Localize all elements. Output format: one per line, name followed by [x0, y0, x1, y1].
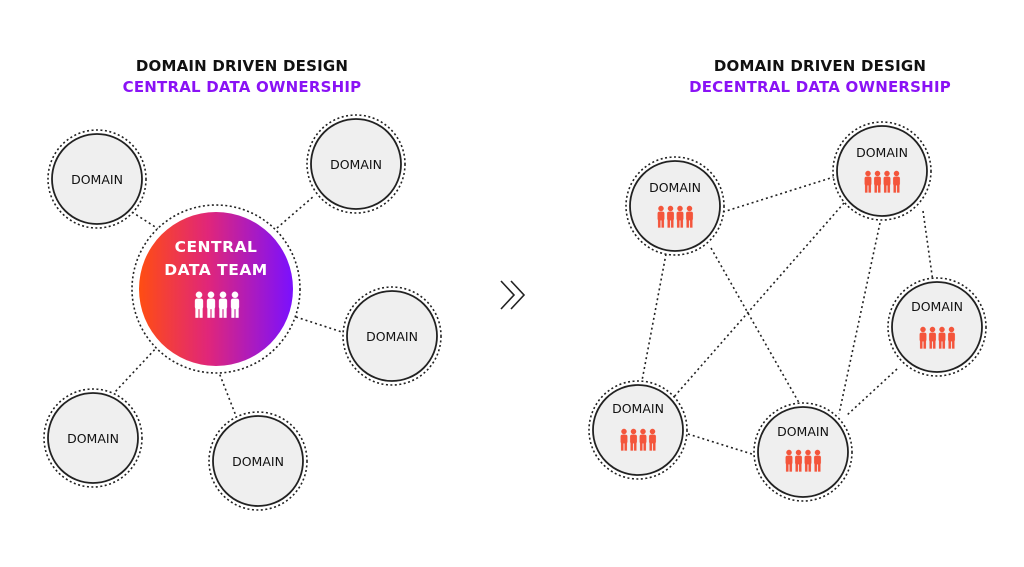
right-title-line2: DECENTRAL DATA OWNERSHIP: [689, 78, 951, 96]
domain-label: DOMAIN: [330, 157, 382, 172]
right-domain-node: DOMAIN: [625, 156, 725, 256]
right-title-line1: DOMAIN DRIVEN DESIGN: [713, 57, 927, 75]
right-domain-node: DOMAIN: [753, 402, 853, 502]
connector: [672, 202, 845, 399]
domain-label: DOMAIN: [232, 454, 284, 469]
central-data-team-node: CENTRAL DATA TEAM: [131, 204, 301, 374]
right-domain-node: DOMAIN: [832, 121, 932, 221]
left-title: DOMAIN DRIVEN DESIGN CENTRAL DATA OWNERS…: [62, 56, 422, 98]
left-domain-node: DOMAIN: [43, 388, 143, 488]
domain-label: DOMAIN: [911, 299, 963, 314]
left-title-line1: DOMAIN DRIVEN DESIGN: [135, 57, 349, 75]
connector: [640, 253, 667, 387]
connector: [710, 247, 803, 409]
central-label-line1: CENTRAL: [175, 238, 258, 256]
domain-label: DOMAIN: [777, 424, 829, 439]
left-title-line2: CENTRAL DATA OWNERSHIP: [122, 78, 362, 96]
double-chevron-right-icon: [500, 280, 526, 310]
connector: [276, 195, 315, 229]
right-domain-node: DOMAIN: [887, 277, 987, 377]
right-domain-node: DOMAIN: [588, 380, 688, 480]
left-domain-node: DOMAIN: [47, 129, 147, 229]
domain-label: DOMAIN: [649, 180, 701, 195]
connector: [722, 175, 838, 213]
domain-label: DOMAIN: [71, 172, 123, 187]
domain-label: DOMAIN: [856, 145, 908, 160]
connector: [845, 368, 898, 417]
connector: [295, 316, 349, 335]
connector: [687, 433, 756, 456]
connector: [114, 345, 159, 393]
connector: [838, 222, 881, 415]
connector: [217, 369, 237, 417]
central-label-line2: DATA TEAM: [164, 261, 268, 279]
domain-label: DOMAIN: [612, 401, 664, 416]
left-domain-node: DOMAIN: [342, 286, 442, 386]
left-domain-node: DOMAIN: [306, 114, 406, 214]
right-connectors: [640, 175, 934, 456]
right-title: DOMAIN DRIVEN DESIGN DECENTRAL DATA OWNE…: [640, 56, 1000, 98]
left-domain-node: DOMAIN: [208, 411, 308, 511]
connector: [922, 210, 934, 283]
domain-label: DOMAIN: [67, 431, 119, 446]
domain-label: DOMAIN: [366, 329, 418, 344]
